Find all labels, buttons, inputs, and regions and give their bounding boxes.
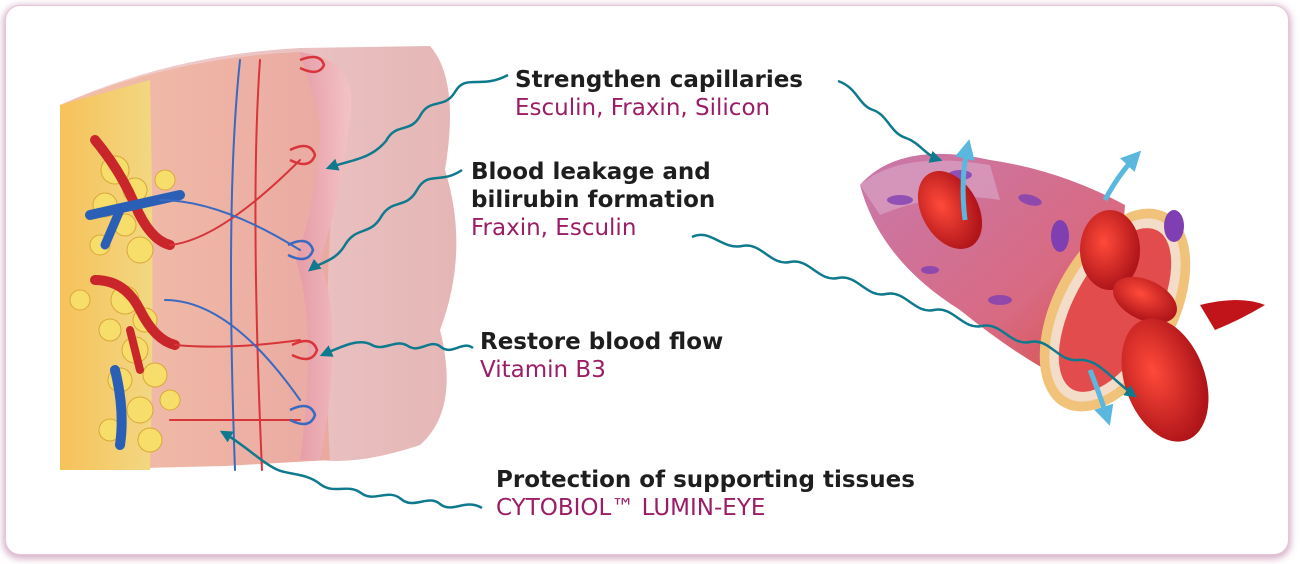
label-ingredients: Esculin, Fraxin, Silicon — [515, 94, 803, 122]
blood-vessel-illustration — [860, 145, 1265, 454]
label-protection-of-tissues: Protection of supporting tissues CYTOBIO… — [496, 466, 915, 522]
label-title: Protection of supporting tissues — [496, 466, 915, 494]
label-title: bilirubin formation — [471, 186, 715, 214]
label-strengthen-capillaries: Strengthen capillaries Esculin, Fraxin, … — [515, 66, 803, 122]
label-title: Restore blood flow — [480, 328, 723, 356]
label-title: Strengthen capillaries — [515, 66, 803, 94]
label-ingredients: Vitamin B3 — [480, 356, 723, 384]
label-blood-leakage: Blood leakage and bilirubin formation Fr… — [471, 158, 715, 242]
skin-cross-section-illustration — [60, 46, 456, 470]
label-restore-blood-flow: Restore blood flow Vitamin B3 — [480, 328, 723, 384]
label-title: Blood leakage and — [471, 158, 715, 186]
label-ingredients: Fraxin, Esculin — [471, 214, 715, 242]
label-ingredients: CYTOBIOL™ LUMIN-EYE — [496, 494, 915, 522]
